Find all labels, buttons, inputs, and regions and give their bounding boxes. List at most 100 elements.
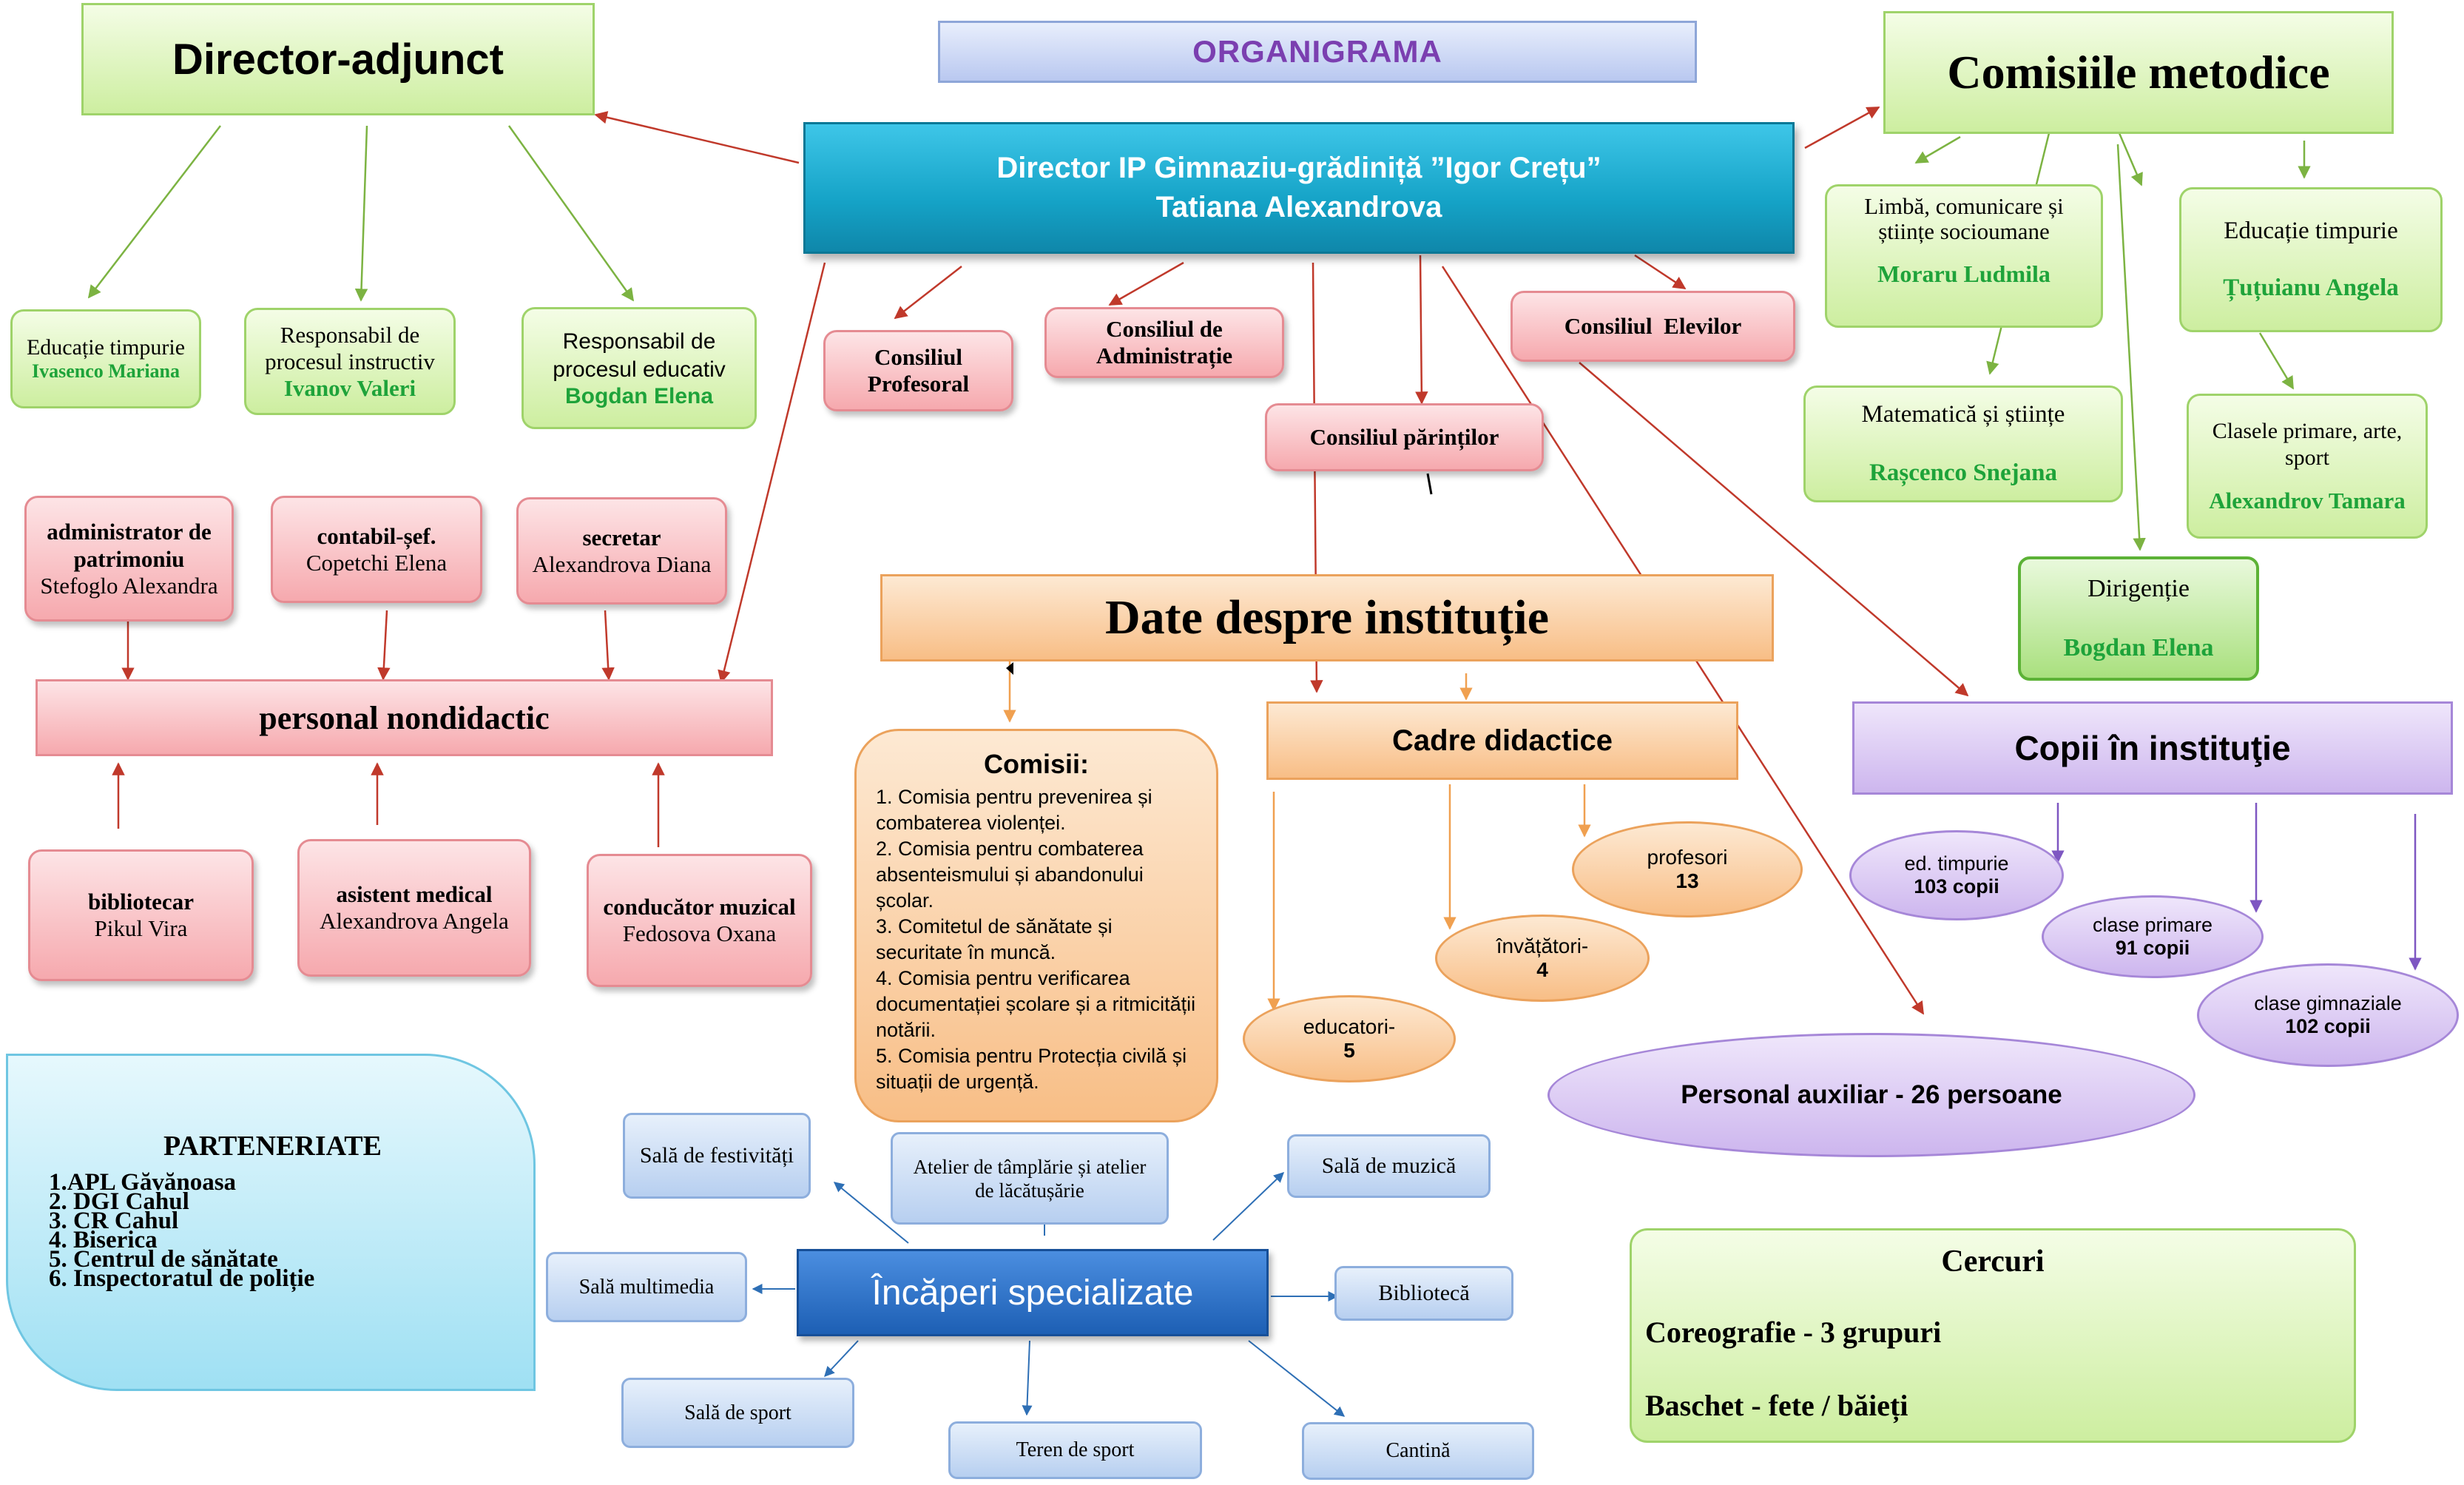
commission-item: 4. Comisia pentru verificarea documentaț… <box>876 967 1196 1041</box>
director-title: Director IP Gimnaziu-grădiniță ”Igor Cre… <box>996 152 1601 184</box>
deputy-title: Director-adjunct <box>172 35 504 84</box>
deputy-item-role: Responsabil de procesul educativ <box>553 329 726 382</box>
methodical-item-name: Moraru Ludmila <box>1877 260 2050 287</box>
clubs-box: Cercuri Coreografie - 3 grupuri Baschet … <box>1630 1228 2356 1443</box>
children-item-value: 102 copii <box>2285 1015 2371 1037</box>
council-administratie-label: Consiliul de Administrație <box>1096 316 1233 368</box>
room-muzica: Sală de muzică <box>1287 1134 1491 1198</box>
staff-item-patrimoniu: administrator de patrimoniu Stefoglo Ale… <box>24 496 234 622</box>
partnership-item: 2. DGI Cahul <box>49 1188 189 1215</box>
commissions-box: Comisii: 1. Comisia pentru prevenirea și… <box>854 729 1218 1122</box>
deputy-item-name: Ivanov Valeri <box>283 374 416 401</box>
staff-item-name: Alexandrova Angela <box>320 908 509 934</box>
staff-item-role: contabil-șef. <box>317 522 436 549</box>
commission-item: 3. Comitetul de sănătate și securitate î… <box>876 915 1113 963</box>
methodical-item-role: Clasele primare, arte, sport <box>2212 419 2403 470</box>
staff-item-role: bibliotecar <box>88 889 194 915</box>
teachers-item-invatatori: învățători- 4 <box>1435 915 1650 1002</box>
room-label: Sală de sport <box>684 1401 791 1424</box>
staff-item-name: Copetchi Elena <box>306 549 448 576</box>
partnership-item: 1.APL Găvănoasa <box>49 1169 237 1196</box>
partnership-item: 5. Centrul de sănătate <box>49 1246 278 1273</box>
partnership-item: 3. CR Cahul <box>49 1208 179 1234</box>
children-item-label: clase gimnaziale <box>2254 992 2402 1014</box>
children-item-early: ed. timpurie 103 copii <box>1849 830 2064 920</box>
small-black-diamond <box>1006 662 1013 675</box>
deputy-item-name: Bogdan Elena <box>564 383 714 408</box>
partnership-item: 4. Biserica <box>49 1227 158 1253</box>
deputy-item-role: Educație timpurie <box>26 335 186 360</box>
methodical-title: Comisiile metodice <box>1947 46 2330 98</box>
council-elevilor: Consiliul Elevilor <box>1511 291 1795 362</box>
methodical-item-math: Matematică și științe Rașcenco Snejana <box>1803 385 2123 502</box>
teachers-item-educatori: educatori- 5 <box>1243 995 1456 1082</box>
methodical-item-language: Limbă, comunicare și științe socioumane … <box>1825 184 2103 328</box>
room-sport: Sală de sport <box>621 1378 854 1448</box>
club-item: Coreografie - 3 grupuri <box>1645 1316 1942 1349</box>
partnerships-title: PARTENERIATE <box>163 1131 382 1162</box>
children-box: Copii în instituţie <box>1852 701 2453 795</box>
children-item-label: clase primare <box>2092 914 2213 936</box>
children-item-gymnasium: clase gimnaziale 102 copii <box>2197 963 2459 1067</box>
council-parintilor: Consiliul părinților <box>1265 403 1544 471</box>
clubs-title: Cercuri <box>1941 1245 2045 1279</box>
staff-item-name: Stefoglo Alexandra <box>40 573 218 599</box>
institution-box: Date despre instituție <box>880 574 1774 661</box>
room-label: Atelier de tâmplărie și atelier de lăcăt… <box>913 1155 1147 1202</box>
auxiliary-staff: Personal auxiliar - 26 persoane <box>1547 1033 2195 1157</box>
room-multimedia: Sală multimedia <box>546 1252 747 1322</box>
methodical-item-name: Alexandrov Tamara <box>2209 488 2406 513</box>
teachers-item-value: 5 <box>1343 1039 1355 1062</box>
room-biblioteca: Bibliotecă <box>1334 1266 1513 1321</box>
teachers-item-label: educatori- <box>1303 1015 1396 1038</box>
council-profesoral-label: Consiliul Profesoral <box>867 344 970 397</box>
children-item-value: 103 copii <box>1914 875 1999 898</box>
room-cantina: Cantină <box>1302 1422 1534 1480</box>
children-title: Copii în instituţie <box>2014 729 2291 767</box>
staff-item-role: asistent medical <box>336 881 493 907</box>
staff-item-name: Pikul Vira <box>94 915 188 941</box>
commission-item: 5. Comisia pentru Protecția civilă și si… <box>876 1045 1187 1093</box>
methodical-item-primary: Clasele primare, arte, sport Alexandrov … <box>2187 394 2428 539</box>
auxiliary-label: Personal auxiliar - 26 persoane <box>1681 1080 2062 1109</box>
partnerships-box: PARTENERIATE 1.APL Găvănoasa 2. DGI Cahu… <box>6 1054 536 1391</box>
council-parintilor-label: Consiliul părinților <box>1309 424 1499 450</box>
commission-item: 2. Comisia pentru combaterea absenteismu… <box>876 838 1144 912</box>
staff-item-bibliotecar: bibliotecar Pikul Vira <box>28 849 254 981</box>
room-label: Teren de sport <box>1016 1438 1135 1461</box>
staff-item-role: administrator de patrimoniu <box>47 519 212 572</box>
room-label: Cantină <box>1385 1439 1451 1462</box>
teachers-item-value: 4 <box>1536 958 1548 981</box>
room-atelier: Atelier de tâmplărie și atelier de lăcăt… <box>891 1132 1169 1225</box>
methodical-item-name: Bogdan Elena <box>2063 634 2214 661</box>
children-item-primary: clase primare 91 copii <box>2042 895 2264 978</box>
methodical-item-name: Țuțuianu Angela <box>2223 275 2399 301</box>
director-name: Tatiana Alexandrova <box>1155 191 1442 223</box>
room-label: Sală de muzică <box>1321 1154 1457 1178</box>
staff-item-asistent: asistent medical Alexandrova Angela <box>297 839 531 977</box>
partnership-item: 6. Inspectoratul de poliție <box>49 1265 315 1292</box>
teachers-box: Cadre didactice <box>1266 701 1738 780</box>
club-item: Baschet - fete / băieți <box>1645 1389 1908 1422</box>
deputy-item-name: Ivasenco Mariana <box>31 360 180 382</box>
teachers-item-label: învățători- <box>1496 935 1589 957</box>
methodical-item-name: Rașcenco Snejana <box>1869 459 2057 486</box>
deputy-item-role: Responsabil de procesul instructiv <box>265 321 435 374</box>
institution-title: Date despre instituție <box>1104 590 1550 644</box>
children-item-label: ed. timpurie <box>1904 852 2009 875</box>
methodical-item-role: Educație timpurie <box>2224 218 2398 244</box>
staff-item-role: conducător muzical <box>603 894 796 920</box>
room-label: Sală de festivități <box>639 1143 794 1168</box>
page-title: ORGANIGRAMA <box>1192 34 1442 69</box>
deputy-item-instructive: Responsabil de procesul instructiv Ivano… <box>244 308 456 415</box>
children-item-value: 91 copii <box>2115 937 2190 959</box>
teachers-item-value: 13 <box>1675 869 1699 892</box>
methodical-title-box: Comisiile metodice <box>1883 11 2394 134</box>
methodical-item-role: Dirigenție <box>2087 575 2190 602</box>
nondidactic-title: personal nondidactic <box>259 699 550 736</box>
nondidactic-box: personal nondidactic <box>36 679 773 756</box>
staff-item-role: secretar <box>582 524 661 550</box>
deputy-title-box: Director-adjunct <box>81 3 595 115</box>
teachers-item-profesori: profesori 13 <box>1572 821 1803 917</box>
rooms-title: Încăperi specializate <box>871 1273 1194 1313</box>
